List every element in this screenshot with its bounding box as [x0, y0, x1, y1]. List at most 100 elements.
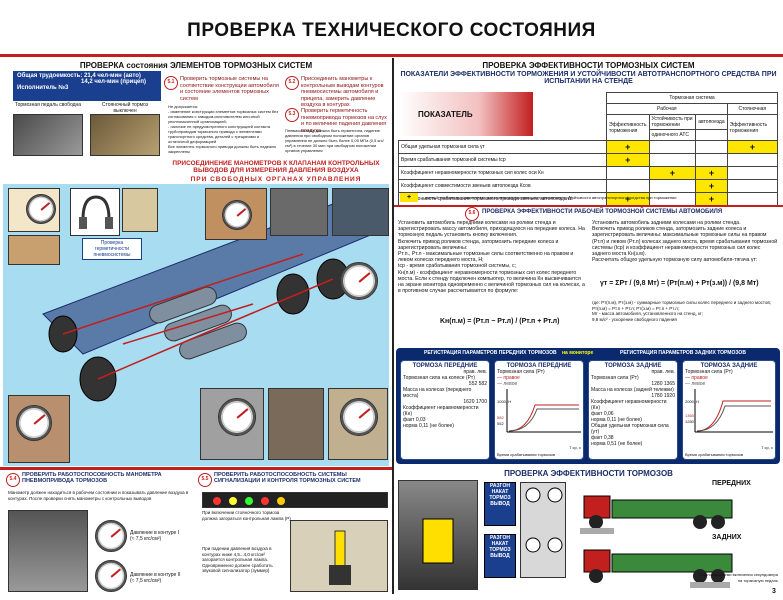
step-5-4-title: ПРОВЕРИТЬ РАБОТОСПОСОБНОСТЬ МАНОМЕТРА ПН… — [22, 472, 162, 484]
card-value: 0,06 — [603, 411, 614, 417]
row-label: Общая удельная тормозная сила γт — [398, 140, 607, 154]
axis-label: 2000, Н — [685, 399, 700, 404]
pressure-gauge-icon — [26, 194, 56, 224]
photo-pedal-button — [398, 480, 478, 590]
card-label: факт — [591, 411, 603, 417]
stand-panel-front: РАЗГОН НАКАТ ТОРМОЗ ВЫВОД — [484, 482, 516, 526]
step-5-2-badge: 5.2 — [285, 76, 299, 90]
check-title: ПРОВЕРКА ЭФФЕКТИВНОСТИ ТОРМОЗОВ — [504, 469, 673, 478]
step-5-6-badge: 5.6 — [465, 207, 479, 221]
card-value: 1620 1700 — [463, 399, 487, 405]
formula-gamma: γт = ΣPт / (9,8 Mт) = (Pт(п.м) + Pт(з.м)… — [600, 280, 759, 287]
pressure-gauge-icon — [218, 398, 256, 436]
card-front-graph: ТОРМОЗА ПЕРЕДНИЕ Тормозная сила (Pт) — п… — [494, 360, 584, 460]
photo-headphones — [70, 188, 120, 236]
photo-valve-2 — [268, 388, 324, 460]
parking-caption: Стояночный тормоз выключен — [101, 102, 149, 114]
pedal-photo — [13, 114, 83, 156]
step-5-3-note: Пневмосистема должна быть герметична, па… — [285, 128, 384, 153]
step-5-4-badge: 5.4 — [6, 473, 20, 487]
card-value: 0,38 — [603, 435, 614, 441]
axis-label: 552 — [497, 421, 504, 426]
card-label: Масса на колесах (задней тележки) — [591, 387, 674, 393]
photo-fitting-1 — [270, 188, 328, 236]
executor-label: Исполнитель №3 — [17, 85, 69, 91]
card-title: ТОРМОЗА ПЕРЕДНИЕ — [412, 363, 478, 369]
foot-pedal-icon — [422, 518, 454, 564]
photo-parking-lever — [290, 520, 388, 592]
pressure-gauge-icon — [16, 405, 52, 441]
legend-text: - данный показатель применяется при оцен… — [422, 195, 677, 200]
card-rear-values: ТОРМОЗА ЗАДНИЕ прав. лев. Тормозная сила… — [588, 360, 678, 460]
card-label: Тормозная сила (Pт) — [497, 369, 545, 375]
step-5-3-badge: 5.3 — [285, 108, 299, 122]
card-value: 1280 1365 — [651, 381, 675, 387]
photo-fitting-2 — [332, 188, 389, 236]
monitor-mid-label: на мониторе — [562, 350, 594, 356]
step-5-5-note: При падении давления воздуха в контурах … — [202, 546, 273, 573]
graph-caption: Время срабатывания тормозов — [685, 452, 743, 457]
top-divider — [0, 54, 783, 57]
legend-right: — правое — [685, 375, 708, 381]
indicator-panel — [202, 492, 388, 508]
right-section-title: ПРОВЕРКА ЭФФЕКТИВНОСТИ ТОРМОЗНЫХ СИСТЕМ — [482, 61, 695, 70]
table-title: ПОКАЗАТЕЛИ ЭФФЕКТИВНОСТИ ТОРМОЖЕНИЯ И УС… — [400, 71, 777, 85]
col-parking: Стояночная — [726, 103, 779, 115]
manometer-subtitle: ПРИ СВОБОДНЫХ ОРГАНАХ УПРАВЛЕНИЯ — [190, 176, 362, 183]
headphones-icon — [79, 195, 113, 229]
card-header: прав. лев. — [463, 369, 487, 375]
page-title: ПРОВЕРКА ТЕХНИЧЕСКОГО СОСТОЯНИЯ — [187, 20, 596, 41]
rear-brake-graph — [694, 389, 773, 433]
leak-check-caption: Проверка герметичности пневмосистемы — [82, 238, 142, 260]
pressure-gauge-icon — [340, 398, 378, 436]
card-title: ТОРМОЗА ЗАДНИЕ — [604, 363, 662, 369]
labor-box: Общая трудоемкость: 21,4 чел-мин (авто) … — [13, 71, 161, 101]
card-label: Коэффициент неравномерности (Кн) — [403, 405, 479, 417]
step-5-5-badge: 5.5 — [198, 473, 212, 487]
col-group: Тормозная система — [606, 92, 778, 104]
pressure-gauge-icon — [95, 560, 127, 592]
step-5-2-text: Присоединить манометры к контрольным выв… — [301, 76, 384, 108]
legend-left: — левое — [685, 381, 706, 387]
card-label: Тормозная сила (Pт) — [685, 369, 733, 375]
card-value: 0,51 (не более) — [606, 441, 643, 447]
legend-plus: + — [400, 193, 418, 202]
card-value: 1780 1920 — [651, 393, 675, 399]
center-divider — [392, 58, 394, 594]
axis-label: T cр, c — [569, 445, 581, 450]
card-header: прав. лев. — [651, 369, 675, 375]
step-5-1-badge: 5.1 — [164, 76, 178, 90]
formula-note: где: Pт(п.м), Pт(з.м) - суммарные тормоз… — [592, 300, 772, 322]
stand-panel-rear: РАЗГОН НАКАТ ТОРМОЗ ВЫВОД — [484, 534, 516, 578]
card-value: 552 582 — [468, 381, 487, 387]
axis-label: 1280 — [685, 419, 694, 424]
card-label: Тормозная сила на колесе (Pт) — [403, 375, 475, 381]
gauge-1-label: Давление в контуре I (≈ 7,5 кгс/см²) — [130, 530, 180, 542]
pressure-gauge-icon — [340, 262, 378, 300]
pressure-gauge-icon — [222, 200, 252, 230]
monitor-right-label: РЕГИСТРАЦИЯ ПАРАМЕТРОВ ЗАДНИХ ТОРМОЗОВ — [620, 350, 746, 356]
front-label: ПЕРЕДНИХ — [712, 480, 751, 487]
axis-label: T cр, c — [761, 445, 773, 450]
page-number: 3 — [772, 588, 776, 595]
stand-gauges — [525, 487, 563, 553]
pneumatic-lines — [62, 253, 334, 380]
card-label: Масса на колесах (переднего моста) — [403, 387, 472, 399]
lever-icon — [329, 530, 351, 585]
gauge-2-label: Давление в контуре II (≈ 7,5 кгс/см²) — [130, 572, 181, 584]
pressure-gauge-icon — [95, 520, 127, 552]
card-front-values: ТОРМОЗА ПЕРЕДНИЕ прав. лев. Тормозная си… — [400, 360, 490, 460]
col-atc: одиночного АТС — [648, 129, 697, 141]
col-working: Рабочая — [606, 103, 728, 115]
card-label: Общая удельная тормозная сила (γт) — [591, 423, 669, 435]
card-label: факт — [591, 435, 603, 441]
col-stab: Устойчивость при торможении — [648, 114, 697, 130]
step-5-5-text: При включении стояночного тормоза должна… — [202, 510, 291, 521]
card-label: норма — [403, 423, 418, 429]
row-label: Время срабатывания тормозной системы tср — [398, 153, 607, 167]
col-eff: Эффективность торможения — [606, 114, 650, 141]
row-label: Коэффициент неравномерности тормозных си… — [398, 166, 607, 180]
chassis-svg — [42, 203, 375, 402]
legend-right: — правое — [497, 375, 520, 381]
step-5-5-title: ПРОВЕРИТЬ РАБОТОСПОСОБНОСТЬ СИСТЕМЫ СИГН… — [214, 472, 361, 484]
